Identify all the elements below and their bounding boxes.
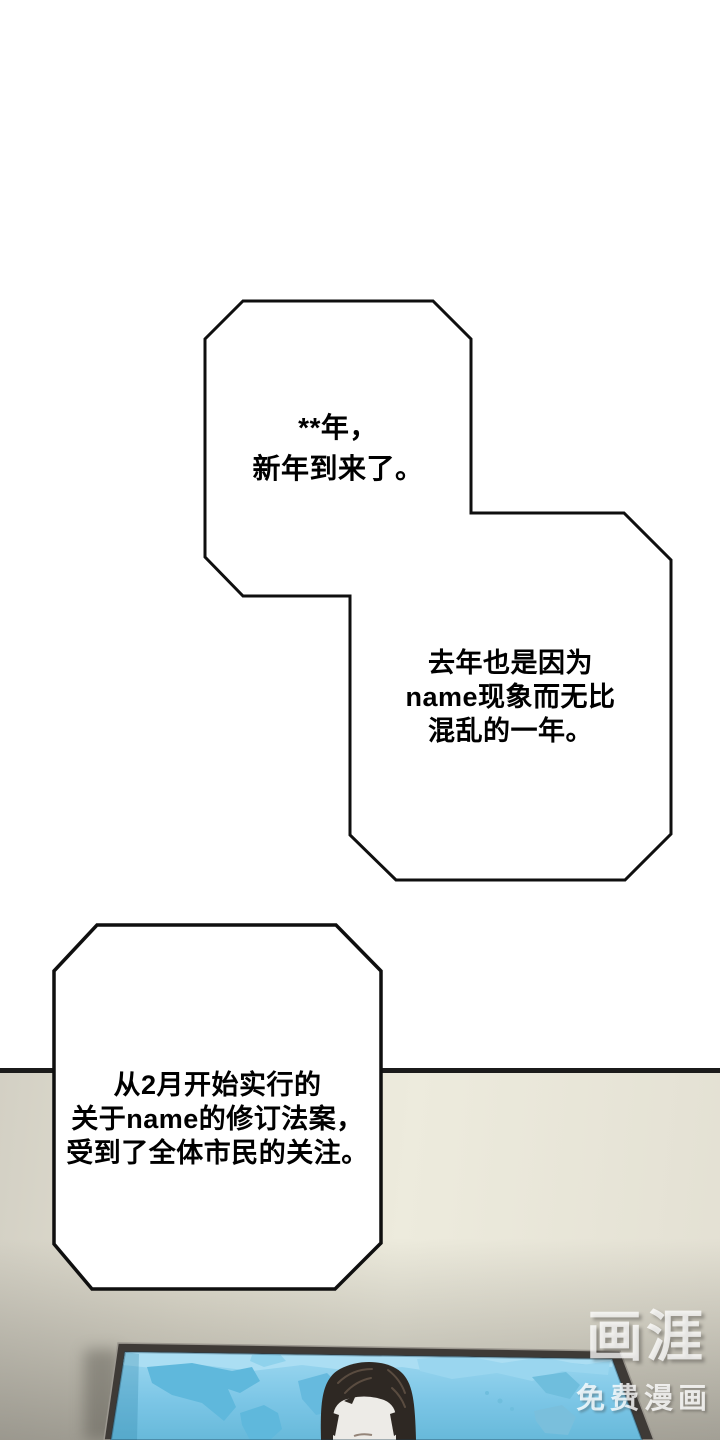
speech-bubble-2-text: 去年也是因为 name现象而无比 混乱的一年。 [350,513,671,880]
bubble-text-line: 从2月开始实行的 [113,1070,322,1100]
bubble-text-line: name现象而无比 [405,681,616,712]
anchor-face [333,1396,396,1440]
bubble-text-line: 混乱的一年。 [428,715,593,746]
tv [103,1342,655,1440]
bubble-text-line: **年， [298,412,378,443]
bubble-text-line: 新年到来了。 [252,453,424,484]
bubble-text-line: 关于name的修订法案， [71,1104,364,1134]
speech-bubble-3-text: 从2月开始实行的 关于name的修订法案， 受到了全体市民的关注。 [54,925,381,1289]
speech-bubble-1-2-outline [203,299,673,882]
speech-bubble-1-text: **年， 新年到来了。 [205,300,471,596]
news-anchor-figure [320,1361,416,1440]
bubble-text-line: 受到了全体市民的关注。 [66,1138,369,1168]
speech-bubble-3-outline [52,923,383,1291]
bubble-text-line: 去年也是因为 [428,647,593,678]
